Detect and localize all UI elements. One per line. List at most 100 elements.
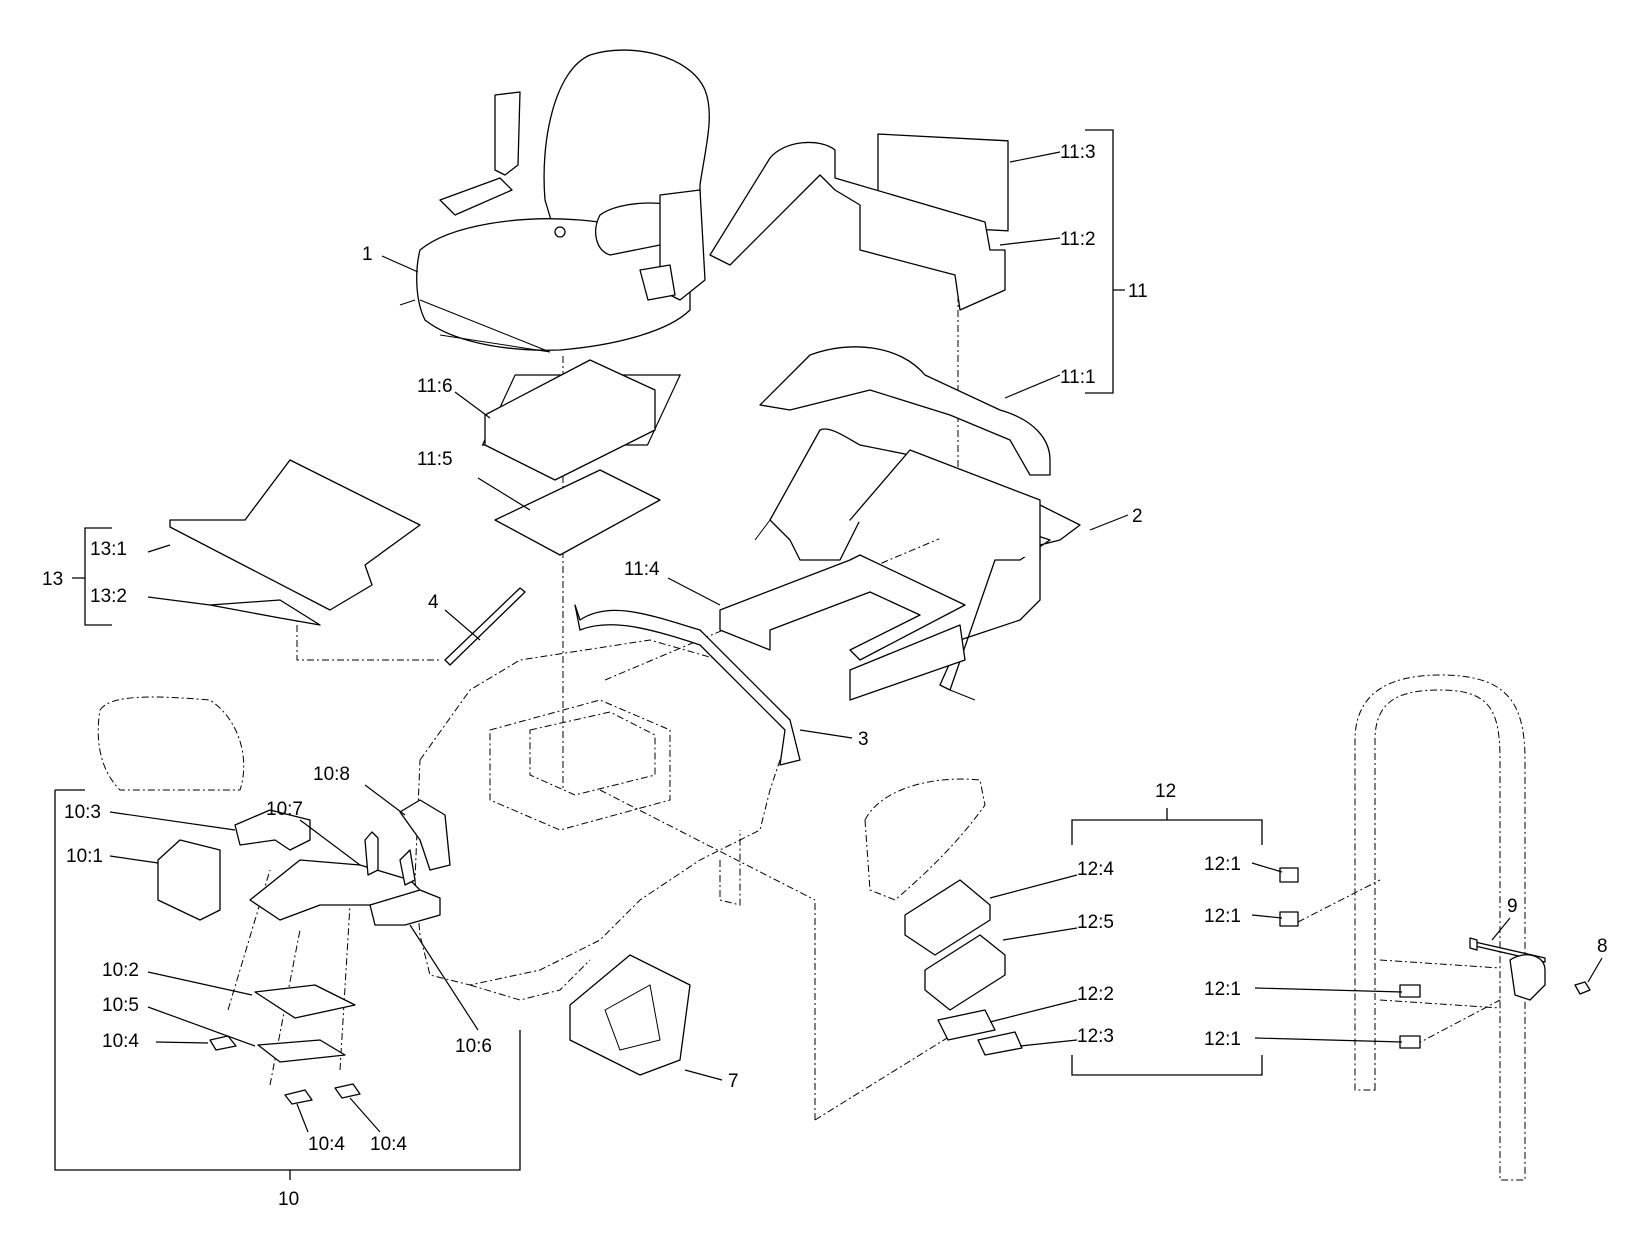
leader-10-3	[109, 811, 236, 831]
leader-11-1	[1004, 374, 1061, 399]
bracket-10	[54, 790, 521, 1171]
seat-frame-bottom	[849, 624, 966, 701]
pad-10-3	[234, 809, 311, 851]
foot-bracket	[569, 954, 691, 1076]
armrest-pad-11-1	[759, 346, 1051, 476]
callout-12-1c: 12:1	[1204, 979, 1241, 1000]
seat-left-plate	[439, 177, 513, 216]
leader-11-4	[667, 577, 721, 606]
washer-10-4a	[209, 1035, 237, 1051]
leader-13-2	[147, 596, 211, 606]
frame-leg-right	[719, 830, 741, 906]
callout-3: 3	[858, 729, 869, 750]
pad-12-5	[924, 934, 1006, 1011]
callout-2: 2	[1132, 506, 1143, 527]
floor-mat-13-2	[209, 599, 321, 626]
centerline-console	[599, 789, 816, 901]
leader-10-2	[147, 971, 253, 996]
nut-8	[1574, 981, 1591, 995]
leader-2	[1089, 514, 1129, 531]
callout-11-3: 11:3	[1060, 142, 1096, 163]
leader-10-1	[109, 855, 159, 864]
callout-10-5: 10:5	[102, 995, 139, 1016]
hinge-plate	[1509, 954, 1546, 1001]
callout-10-6: 10:6	[455, 1036, 492, 1057]
leader-10-8	[364, 784, 406, 816]
phantom-fender	[97, 696, 245, 791]
hardware	[1469, 937, 1591, 1001]
leader-12-1b	[1251, 914, 1283, 919]
callout-12-1b: 12:1	[1204, 906, 1241, 927]
pad-12-4	[904, 879, 991, 956]
plate-10-5	[257, 1039, 346, 1063]
callout-11-6: 11:6	[417, 376, 453, 397]
seat-plate-11-5	[494, 469, 661, 556]
leader-8	[1587, 957, 1603, 983]
callout-1: 1	[362, 244, 373, 265]
floor-mat-assembly	[169, 459, 421, 626]
leader-12-1d	[1254, 1037, 1403, 1043]
frame-lower	[469, 959, 591, 1001]
leader-13-1	[147, 544, 171, 553]
leader-3	[799, 729, 853, 739]
leader-12-1c	[1254, 987, 1403, 993]
pad-12-3	[977, 1031, 1023, 1056]
leader-12-1a	[1251, 862, 1283, 873]
centerline-12-1	[1297, 879, 1501, 1046]
callout-10-7: 10:7	[266, 799, 303, 820]
callout-12-1a: 12:1	[1204, 854, 1241, 875]
centerline-seat-frame	[604, 529, 961, 681]
callout-12-3: 12:3	[1077, 1026, 1114, 1047]
phantom-console	[864, 778, 986, 901]
leader-4	[444, 609, 481, 641]
floor-mat-13-1	[169, 459, 421, 611]
group-brackets	[54, 129, 1263, 1180]
leader-12-5	[1002, 927, 1078, 941]
callout-11-5: 11:5	[417, 449, 453, 470]
leader-11-3	[1009, 151, 1061, 163]
foot-bracket-detail	[604, 984, 661, 1051]
roll-bar-cross	[1379, 959, 1501, 1009]
centerline-floor	[296, 625, 440, 661]
control-arm-assembly	[157, 799, 451, 1105]
callout-7: 7	[728, 1071, 739, 1092]
callout-12-5: 12:5	[1077, 912, 1114, 933]
callout-9: 9	[1507, 896, 1518, 917]
callout-13-1: 13:1	[90, 539, 127, 560]
leader-11-5	[477, 477, 531, 511]
callout-13: 13	[42, 569, 63, 590]
leader-10-4b	[296, 1103, 309, 1133]
frame-inner-box-2	[529, 711, 656, 796]
callout-10-2: 10:2	[102, 960, 139, 981]
plate-10-2	[254, 984, 356, 1019]
washer-10-4c	[334, 1083, 361, 1099]
seat-strap-3	[574, 604, 801, 766]
pad-10-6	[369, 889, 441, 926]
armrest-assembly	[481, 133, 1051, 661]
block-10-8	[399, 799, 451, 871]
leader-10-7	[299, 819, 361, 866]
seat-left-bracket	[494, 91, 521, 176]
phantom-roll-bar	[1354, 674, 1526, 1181]
bracket-13	[72, 527, 112, 626]
seat-frame-wing	[849, 449, 1041, 561]
frame-inner-box	[489, 699, 671, 831]
leader-12-3	[1019, 1039, 1078, 1047]
leader-11-2	[999, 237, 1061, 246]
callout-4: 4	[428, 592, 439, 613]
pad-12-1a	[1279, 867, 1299, 883]
callout-10-4c: 10:4	[370, 1134, 407, 1155]
callout-labels: 1 2 3 4 7 8 9 10 10:1 10:2 10:3 10:4 10:…	[42, 142, 1608, 1210]
seat-bolt	[554, 226, 566, 238]
centerline-12	[814, 900, 961, 1121]
seat-frame-rail	[754, 519, 976, 701]
callout-10-4a: 10:4	[102, 1031, 139, 1052]
leader-10-6	[409, 924, 479, 1031]
frame-outline	[414, 639, 791, 986]
callout-8: 8	[1597, 936, 1608, 957]
seat-pad-11-6-block	[484, 359, 656, 481]
leader-12-4	[989, 874, 1078, 899]
bar-4	[444, 587, 526, 666]
leader-9	[1491, 917, 1511, 941]
